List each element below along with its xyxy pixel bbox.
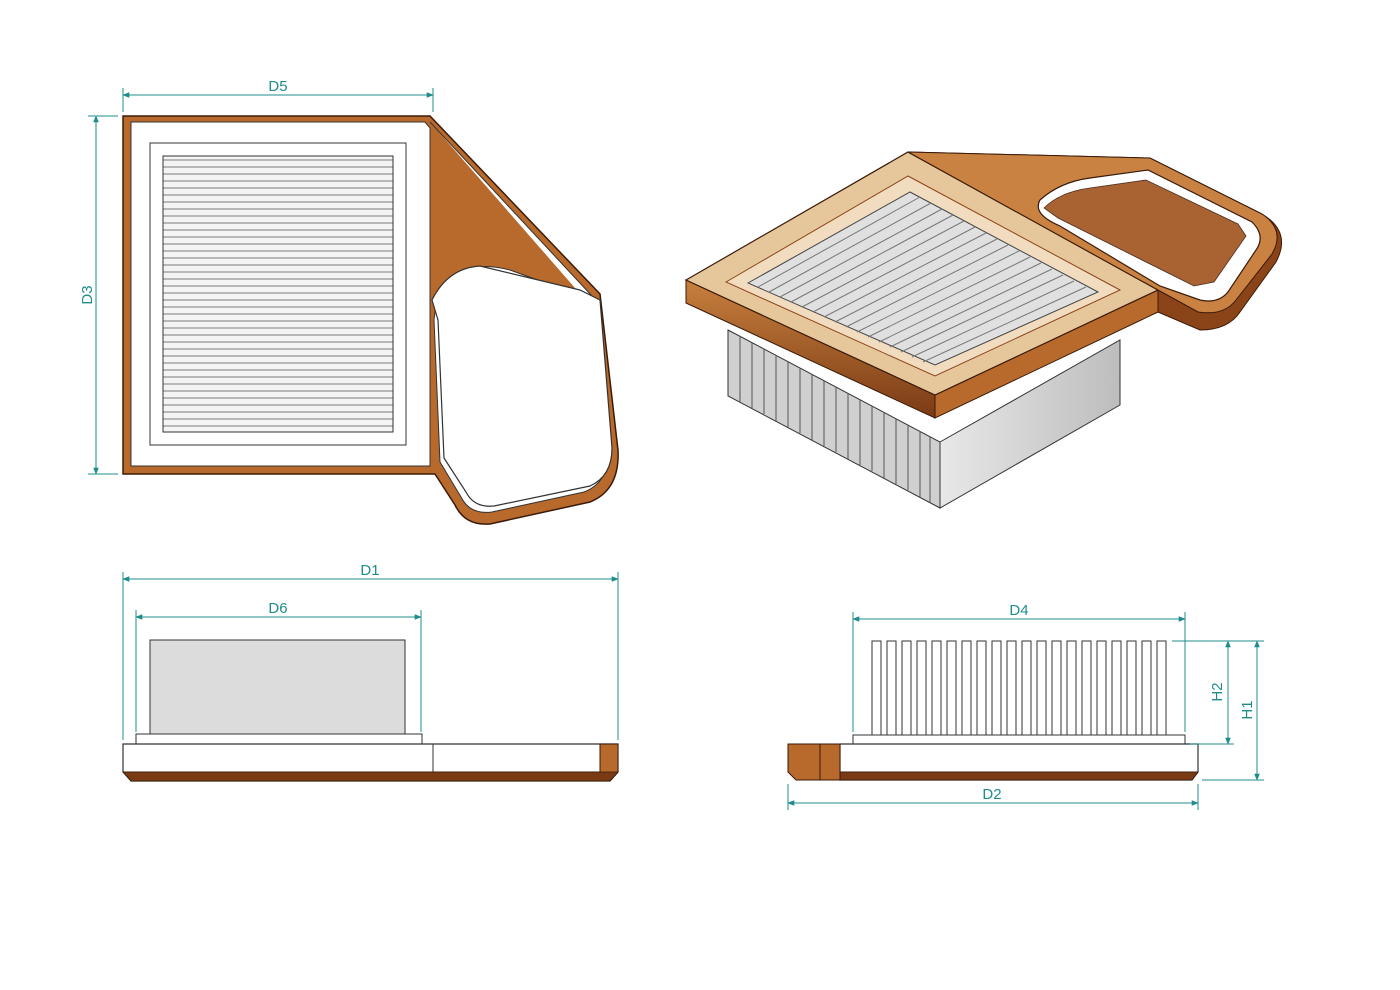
side-frame-bottom (839, 771, 1199, 781)
iso-media-lines (757, 196, 1087, 363)
top-filter-media (162, 155, 394, 433)
h2-label: H2 (1209, 682, 1226, 701)
dimension-labels: D5 D3 D1 D6 D4 D2 H2 H1 (79, 78, 1256, 803)
h1-label: H1 (1239, 700, 1256, 719)
front-view (122, 639, 619, 782)
d6-label: D6 (268, 600, 287, 617)
iso-pleat-ribs (739, 336, 931, 502)
side-handle (787, 743, 841, 781)
d5-label: D5 (268, 78, 287, 95)
d3-label: D3 (79, 285, 96, 304)
d2-label: D2 (982, 786, 1001, 803)
d1-label: D1 (360, 562, 379, 579)
front-frame-bottom (122, 771, 619, 782)
iso-handle-hole-wall (1043, 179, 1247, 287)
front-media-base (135, 733, 423, 745)
isometric-view (684, 151, 1283, 509)
top-view (122, 115, 619, 525)
top-handle-inner (431, 265, 613, 507)
side-pleats (871, 640, 1167, 736)
iso-block-right (939, 339, 1121, 509)
d4-label: D4 (1009, 602, 1028, 619)
side-media-base (852, 734, 1186, 745)
dimensions (88, 88, 1264, 810)
front-media-block (149, 639, 406, 736)
side-view (787, 640, 1199, 781)
